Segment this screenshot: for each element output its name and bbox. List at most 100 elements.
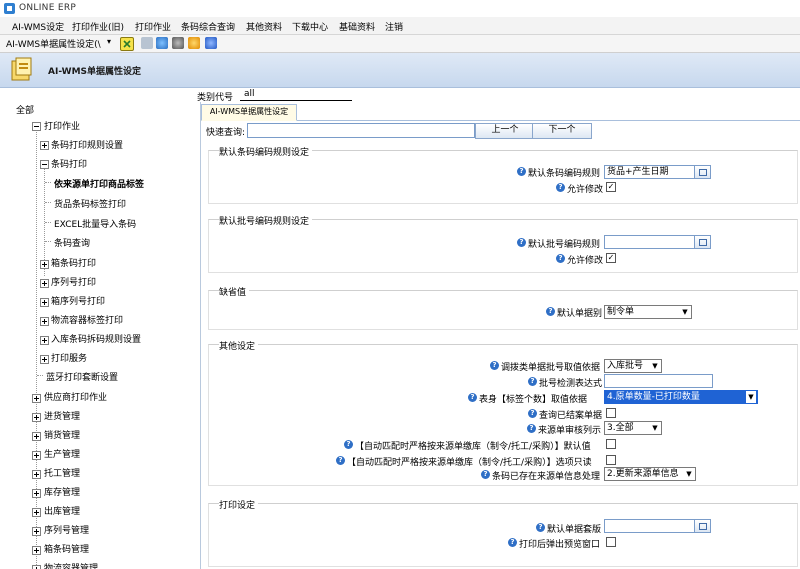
expand-icon[interactable] — [40, 141, 49, 150]
label-count-basis-select[interactable]: 4.原单数量-已打印数量 ▼ — [604, 390, 758, 404]
tree-item-serial-print[interactable]: 序列号打印 — [51, 278, 97, 288]
tree-item-purchase[interactable]: 进货管理 — [44, 412, 81, 422]
tree-item-print-from-source[interactable]: 依来源单打印商品标签 — [54, 180, 145, 190]
tree-item-sales[interactable]: 销货管理 — [44, 431, 81, 441]
default-template-field[interactable] — [604, 519, 695, 533]
expand-icon[interactable] — [32, 413, 41, 422]
tree-item-print-jobs[interactable]: 打印作业 — [44, 122, 81, 132]
tree-item-barcode-query[interactable]: 条码查询 — [54, 239, 91, 249]
tree-item-serial-mgmt[interactable]: 序列号管理 — [44, 526, 90, 536]
expand-icon[interactable] — [32, 432, 41, 441]
lookup-icon[interactable] — [694, 519, 711, 533]
query-closed-checkbox[interactable] — [606, 408, 616, 418]
window-selector-arrow-icon[interactable]: ▾ — [107, 37, 112, 46]
help-icon[interactable]: ? — [556, 183, 565, 192]
print-preview-checkbox[interactable] — [606, 537, 616, 547]
auto-match-default-checkbox[interactable] — [606, 439, 616, 449]
barcode-rule-field[interactable]: 货品+产生日期 — [604, 165, 695, 179]
menu-item-other-data[interactable]: 其他资料 — [246, 23, 283, 33]
lookup-icon[interactable] — [694, 235, 711, 249]
next-button[interactable]: 下一个 — [532, 123, 592, 139]
expand-icon[interactable] — [32, 565, 41, 569]
help-icon[interactable]: ? — [546, 307, 555, 316]
menu-item-print[interactable]: 打印作业 — [135, 23, 172, 33]
lookup-icon[interactable] — [694, 165, 711, 179]
tree-item-inbound-split[interactable]: 入库条码拆码规则设置 — [51, 335, 142, 345]
menu-item-base-data[interactable]: 基础资料 — [339, 23, 376, 33]
expand-icon[interactable] — [40, 298, 49, 307]
tree-item-container-label[interactable]: 物流容器标签打印 — [51, 316, 124, 326]
help-icon[interactable]: ? — [556, 254, 565, 263]
tree-item-barcode-print[interactable]: 条码打印 — [51, 160, 88, 170]
tree-item-barcode-rule[interactable]: 条码打印规则设置 — [51, 141, 124, 151]
auto-match-readonly-checkbox[interactable] — [606, 455, 616, 465]
help-icon[interactable]: ? — [536, 523, 545, 532]
batch-expr-label: 批号检测表达式 — [539, 379, 603, 389]
close-window-icon[interactable] — [120, 37, 134, 51]
expand-icon[interactable] — [32, 451, 41, 460]
default-doc-select[interactable]: 制令单 ▼ — [604, 305, 692, 319]
tree-item-stock[interactable]: 库存管理 — [44, 488, 81, 498]
help-icon[interactable]: ? — [490, 361, 499, 370]
folder-icon[interactable] — [141, 37, 153, 49]
tree-item-container-mgmt[interactable]: 物流容器管理 — [44, 564, 99, 569]
menu-item-wms-setup[interactable]: AI-WMS设定 — [12, 23, 65, 33]
help-icon[interactable]: ? — [528, 377, 537, 386]
help-toolbar-icon[interactable] — [205, 37, 217, 49]
expand-icon[interactable] — [40, 279, 49, 288]
prev-button[interactable]: 上一个 — [475, 123, 535, 139]
tree-item-goods-label[interactable]: 货品条码标签打印 — [54, 200, 127, 210]
tree-item-excel-import[interactable]: EXCEL批量导入条码 — [54, 220, 137, 230]
tree-item-outsourcing[interactable]: 托工管理 — [44, 469, 81, 479]
tree-item-box-serial[interactable]: 箱序列号打印 — [51, 297, 106, 307]
tree-item-box-mgmt[interactable]: 箱条码管理 — [44, 545, 90, 555]
refresh-icon[interactable] — [156, 37, 168, 49]
batch-rule-field[interactable] — [604, 235, 695, 249]
menu-item-barcode-query[interactable]: 条码综合查询 — [181, 23, 236, 33]
help-icon[interactable]: ? — [517, 167, 526, 176]
quick-search-input[interactable] — [247, 123, 475, 138]
reload-icon[interactable] — [188, 37, 200, 49]
expand-icon[interactable] — [32, 508, 41, 517]
help-icon[interactable]: ? — [468, 393, 477, 402]
expand-icon[interactable] — [32, 546, 41, 555]
batch-expr-field[interactable] — [604, 374, 713, 388]
barcode-allow-edit-checkbox[interactable]: ✓ — [606, 182, 616, 192]
tree-item-outbound[interactable]: 出库管理 — [44, 507, 81, 517]
collapse-icon[interactable] — [32, 122, 41, 131]
expand-icon[interactable] — [32, 527, 41, 536]
category-code-field[interactable]: all — [240, 88, 352, 101]
tree-item-supplier-print[interactable]: 供应商打印作业 — [44, 393, 108, 403]
menu-bar: AI-WMS设定 打印作业(旧) 打印作业 条码综合查询 其他资料 下载中心 基… — [0, 17, 800, 35]
help-icon[interactable]: ? — [508, 538, 517, 547]
expand-icon[interactable] — [40, 336, 49, 345]
menu-item-download[interactable]: 下载中心 — [292, 23, 329, 33]
expand-icon[interactable] — [32, 470, 41, 479]
tree-item-print-service[interactable]: 打印服务 — [51, 354, 88, 364]
tab-wms-doc-settings[interactable]: AI-WMS单据属性设定 — [201, 104, 297, 121]
menu-item-logout[interactable]: 注销 — [385, 23, 404, 33]
collapse-icon[interactable] — [40, 160, 49, 169]
help-icon[interactable]: ? — [527, 424, 536, 433]
expand-icon[interactable] — [40, 355, 49, 364]
expand-icon[interactable] — [40, 260, 49, 269]
tree-item-bt-print[interactable]: 蓝牙打印套断设置 — [46, 373, 119, 383]
tree-item-production[interactable]: 生产管理 — [44, 450, 81, 460]
expand-icon[interactable] — [40, 317, 49, 326]
help-icon[interactable]: ? — [344, 440, 353, 449]
menu-item-print-old[interactable]: 打印作业(旧) — [72, 23, 125, 33]
help-icon[interactable]: ? — [517, 238, 526, 247]
tree-root[interactable]: 全部 — [16, 106, 35, 116]
window-selector[interactable]: AI-WMS单据属性设定(\ — [6, 40, 101, 49]
help-icon[interactable]: ? — [481, 470, 490, 479]
source-audit-select[interactable]: 3.全部 ▼ — [604, 421, 662, 435]
expand-icon[interactable] — [32, 394, 41, 403]
help-icon[interactable]: ? — [528, 409, 537, 418]
transfer-batch-select[interactable]: 入库批号 ▼ — [604, 359, 662, 373]
help-icon[interactable]: ? — [336, 456, 345, 465]
expand-icon[interactable] — [32, 489, 41, 498]
batch-allow-edit-checkbox[interactable]: ✓ — [606, 253, 616, 263]
barcode-exists-select[interactable]: 2.更新来源单信息 ▼ — [604, 467, 696, 481]
gear-icon[interactable] — [172, 37, 184, 49]
tree-item-box-barcode[interactable]: 箱条码打印 — [51, 259, 97, 269]
